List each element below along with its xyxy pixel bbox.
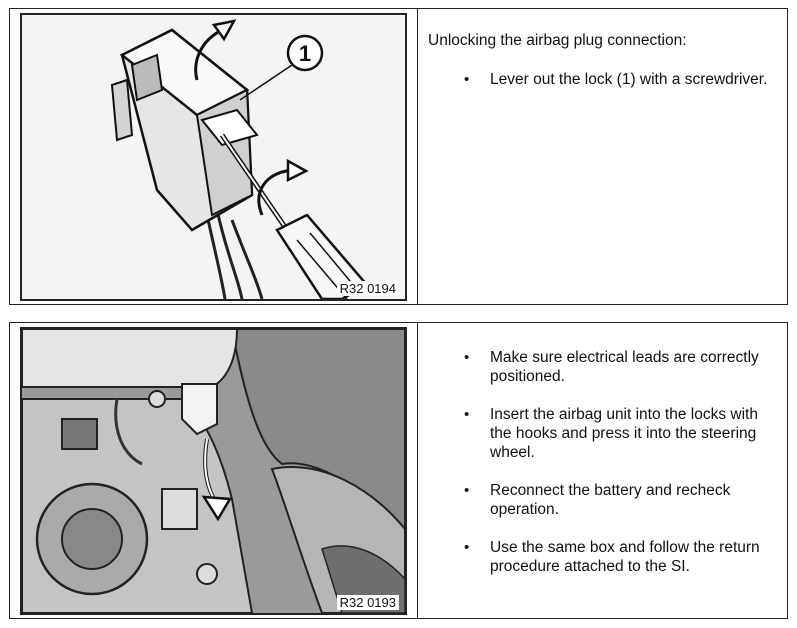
instruction-text-2: Make sure electrical leads are correctly… [418, 323, 787, 618]
plug-drawing: 1 [110, 19, 369, 299]
figure-reference: R32 0193 [336, 595, 399, 610]
bullet-item: Use the same box and follow the return p… [428, 538, 773, 576]
instruction-text-1: Unlocking the airbag plug connection: Le… [418, 9, 787, 304]
bullet-item: Insert the airbag unit into the locks wi… [428, 405, 773, 462]
figure-cell-2: R32 0193 [10, 323, 418, 618]
instruction-row-1: 1 R32 0194 Unlocking the airbag plug con… [9, 8, 788, 305]
airbag-plug-illustration: 1 R32 0194 [20, 13, 407, 301]
callout-number: 1 [299, 41, 311, 66]
bullet-item: Reconnect the battery and recheck operat… [428, 481, 773, 519]
steering-wheel-drawing [22, 329, 405, 613]
figure-reference: R32 0194 [336, 281, 399, 296]
figure-cell-1: 1 R32 0194 [10, 9, 418, 304]
bullet-list-2: Make sure electrical leads are correctly… [428, 348, 773, 576]
bullet-item: Make sure electrical leads are correctly… [428, 348, 773, 386]
bullet-item: Lever out the lock (1) with a screwdrive… [428, 70, 773, 89]
steering-wheel-illustration: R32 0193 [20, 327, 407, 615]
step-heading: Unlocking the airbag plug connection: [428, 32, 687, 49]
bullet-list-1: Lever out the lock (1) with a screwdrive… [428, 70, 773, 89]
instruction-row-2: R32 0193 Make sure electrical leads are … [9, 322, 788, 619]
